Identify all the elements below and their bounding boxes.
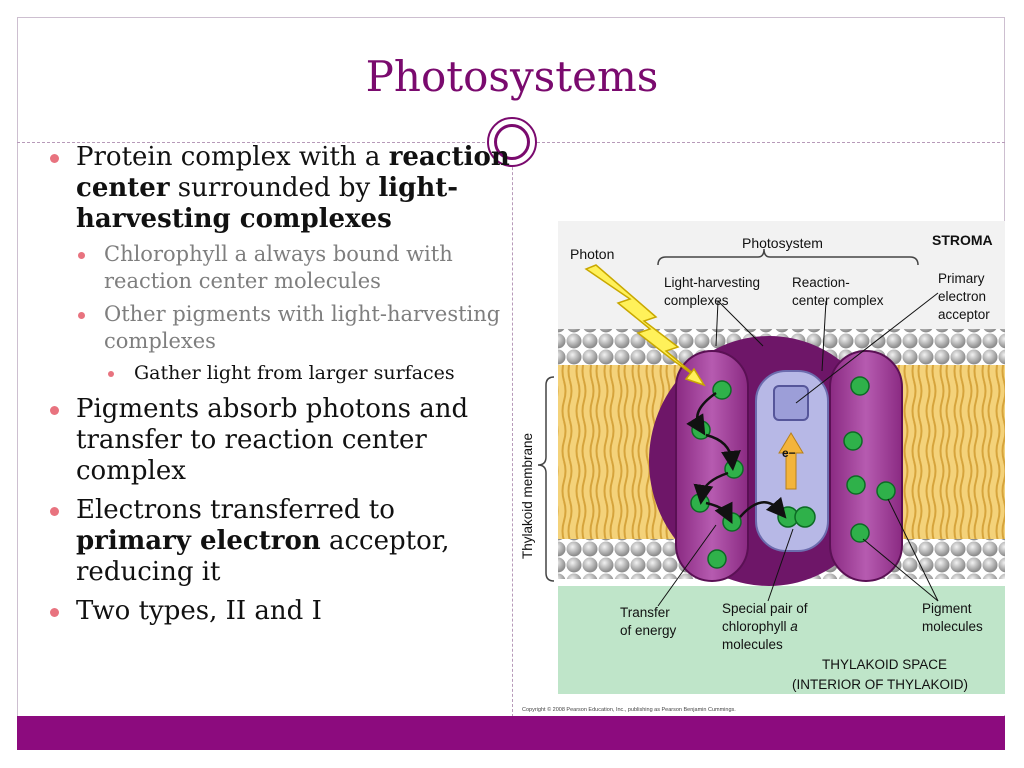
bullet-text: Electrons transferred to (76, 495, 395, 525)
thylakoid-space-region (558, 586, 1005, 694)
pm-label-line1: Pigment (922, 601, 972, 616)
subsubbullet-gather-light: Gather light from larger surfaces (104, 361, 516, 386)
slide-title: Photosystems (365, 52, 659, 101)
photon-arrowhead-icon (684, 367, 706, 387)
stroma-label: STROMA (932, 232, 993, 248)
pigment-molecule (712, 380, 732, 400)
sp-label-line3: molecules (722, 637, 783, 652)
subbullet-chlorophyll: Chlorophyll a always bound with reaction… (74, 241, 516, 295)
bullet-bold: light-harvesting complexes (76, 173, 459, 234)
ts-label-line2: (INTERIOR OF THYLAKOID) (792, 677, 968, 692)
energy-transfer-arrow (739, 496, 787, 519)
pea-label-line1: Primary (938, 271, 985, 286)
pigment-molecule (850, 376, 870, 396)
bullet-list: Protein complex with a reaction center s… (46, 142, 516, 627)
lhc-label-line1: Light-harvesting (664, 275, 760, 290)
pea-label-line3: acceptor (938, 307, 990, 322)
pigment-molecule (722, 512, 742, 532)
thylakoid-membrane-label: Thylakoid membrane (520, 433, 535, 559)
energy-transfer-arrow (686, 391, 717, 436)
subbullet-other-pigments: Other pigments with light-harvesting com… (74, 301, 516, 386)
lhc-right (829, 350, 903, 582)
leader-line (862, 538, 939, 602)
content-divider (512, 142, 513, 717)
sp-label-line1: Special pair of (722, 601, 808, 616)
photosystem-label: Photosystem (742, 235, 823, 251)
bullet-pigments: Pigments absorb photons and transfer to … (46, 394, 516, 487)
pigment-molecule (843, 431, 863, 451)
ts-label-line1: THYLAKOID SPACE (822, 657, 947, 672)
electron-arrow-icon (778, 432, 804, 490)
toe-label-line2: of energy (620, 623, 677, 638)
pea-label-line2: electron (938, 289, 986, 304)
copyright-label: Copyright © 2008 Pearson Education, Inc.… (522, 706, 736, 713)
leader-line (767, 528, 794, 602)
photon-label: Photon (570, 246, 614, 262)
bullet-two-types: Two types, II and I (46, 596, 516, 627)
subbullet-text: Other pigments with light-harvesting com… (104, 302, 501, 353)
electron-label: e− (782, 446, 796, 460)
sp-label-text: chlorophyll (722, 619, 790, 634)
pigment-molecule (724, 459, 744, 479)
lhc-label-line2: complexes (664, 293, 729, 308)
bullet-bold: primary electron (76, 526, 321, 556)
leader-line (821, 300, 827, 372)
leader-line (717, 300, 764, 347)
bullet-electrons: Electrons transferred to primary electro… (46, 495, 516, 588)
membrane-bracket (537, 376, 555, 582)
pigment-molecule (876, 481, 896, 501)
ring-ornament-icon (487, 117, 537, 167)
leader-line (795, 292, 939, 404)
sp-label-line2: chlorophyll a (722, 619, 798, 634)
leader-line (715, 300, 719, 347)
primary-electron-acceptor (773, 385, 809, 421)
bullet-text: acceptor, reducing it (76, 526, 450, 587)
sp-label-italic: a (790, 619, 798, 634)
photosystem-bracket (657, 248, 919, 266)
pigment-molecule (707, 549, 727, 569)
photosystem-diagram: e− Photon Photosystem STROMA Light-harve… (518, 221, 1005, 715)
energy-transfer-arrow (705, 501, 733, 524)
leader-line (657, 524, 717, 607)
bullet-protein-complex: Protein complex with a reaction center s… (46, 142, 516, 386)
pigment-molecule (850, 523, 870, 543)
toe-label-line1: Transfer (620, 605, 670, 620)
footer-bar (17, 716, 1005, 750)
pm-label-line2: molecules (922, 619, 983, 634)
pigment-molecule (846, 475, 866, 495)
rcc-label-line1: Reaction- (792, 275, 850, 290)
bullet-text: Protein complex with a (76, 142, 389, 172)
bullet-text: surrounded by (169, 173, 379, 203)
energy-transfer-arrow (705, 433, 741, 471)
rcc-label-line2: center complex (792, 293, 884, 308)
leader-line (887, 498, 939, 602)
bullet-bold: reaction center (76, 142, 510, 203)
energy-transfer-arrow (693, 471, 729, 505)
special-pair-chlorophyll (794, 506, 816, 528)
photosystem-svg: e− Photon Photosystem STROMA Light-harve… (518, 221, 1005, 715)
